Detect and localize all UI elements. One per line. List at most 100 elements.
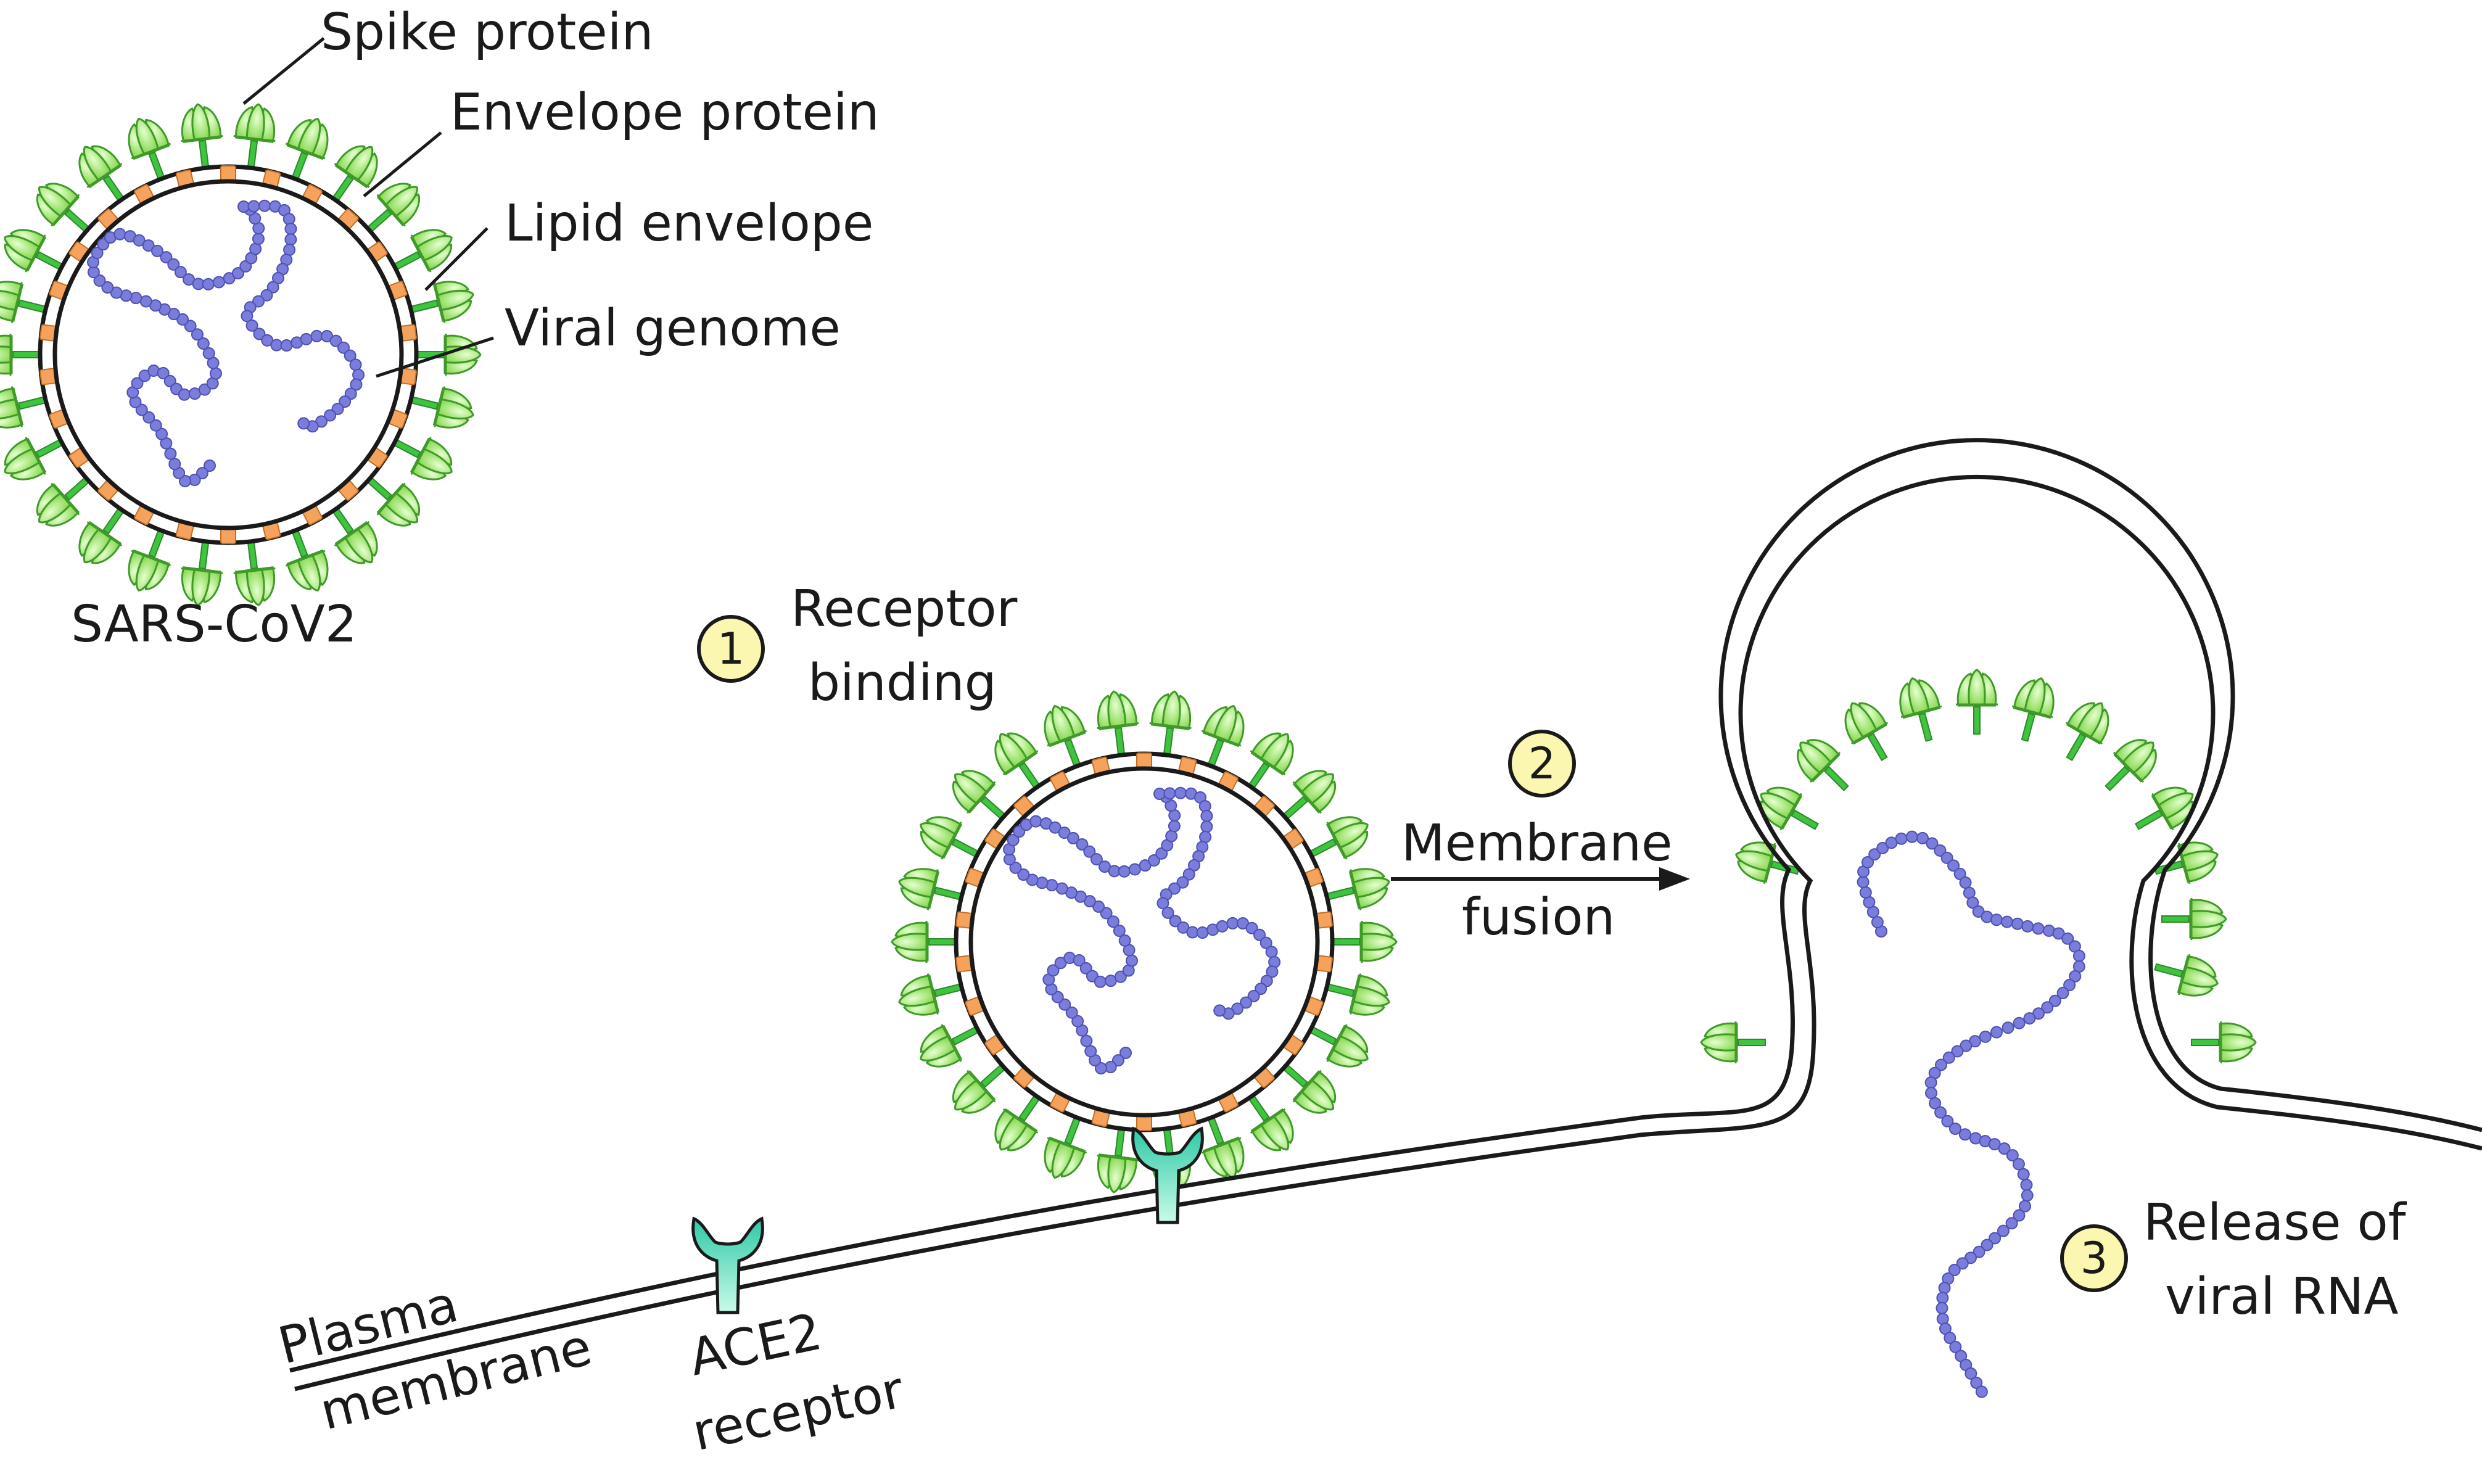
genome-bead-icon — [1090, 853, 1103, 866]
membrane-outer-line — [289, 438, 2482, 1373]
genome-bead-icon — [2023, 1012, 2036, 1025]
genome-bead-icon — [1107, 915, 1119, 928]
genome-bead-icon — [241, 310, 254, 323]
genome-bead-icon — [1199, 831, 1212, 844]
genome-bead-icon — [2032, 922, 2045, 935]
genome-bead-icon — [1973, 1245, 1985, 1258]
genome-bead-icon — [204, 460, 216, 472]
genome-bead-icon — [150, 244, 163, 257]
genome-bead-icon — [1125, 954, 1138, 967]
genome-bead-icon — [310, 329, 323, 342]
genome-bead-icon — [101, 281, 114, 294]
virus-name-label: SARS-CoV2 — [71, 595, 357, 654]
genome-bead-icon — [1905, 830, 1918, 843]
spike-protein-icon — [285, 118, 329, 181]
genome-bead-icon — [1165, 830, 1178, 843]
genome-bead-icon — [2061, 932, 2074, 945]
genome-bead-icon — [283, 244, 296, 257]
spike-protein-icon — [1282, 1063, 1337, 1114]
genome-bead-icon — [252, 295, 265, 308]
genome-bead-icon — [1944, 1332, 1956, 1345]
genome-bead-icon — [350, 378, 363, 391]
spike-protein-icon — [0, 281, 47, 323]
genome-bead-icon — [184, 319, 197, 332]
spike-protein-icon — [181, 540, 223, 606]
genome-bead-icon — [1255, 983, 1268, 996]
genome-bead-icon — [249, 242, 262, 255]
spike-protein-icon — [1332, 921, 1398, 963]
spike-protein-icon — [233, 540, 276, 606]
spike-protein-icon — [409, 281, 474, 323]
ace2-receptor-icon — [1131, 1126, 1204, 1224]
genome-bead-icon — [1079, 962, 1092, 975]
spike-protein-icon — [2154, 954, 2219, 997]
genome-bead-icon — [131, 377, 144, 390]
genome-bead-icon — [1055, 882, 1068, 895]
spike-protein-icon — [2134, 786, 2194, 831]
genome-bead-icon — [1240, 996, 1252, 1009]
spike-protein-icon — [366, 476, 421, 527]
genome-bead-icon — [1029, 815, 1042, 828]
genome-bead-icon — [1935, 1058, 1948, 1071]
genome-bead-icon — [2021, 1189, 2034, 1202]
spike-protein-icon — [1308, 1024, 1369, 1068]
spike-proteins — [0, 103, 482, 606]
spike-protein-icon — [416, 334, 482, 376]
genome-bead-icon — [1007, 834, 1020, 847]
genome-bead-icon — [2006, 1149, 2019, 1162]
spike-protein-icon — [4, 437, 64, 480]
genome-bead-icon — [260, 289, 273, 302]
spike-protein-icon — [898, 973, 963, 1016]
genome-bead-icon — [1876, 841, 1889, 854]
genome-bead-icon — [1951, 1045, 1964, 1058]
genome-bead-icon — [1960, 1039, 1973, 1052]
genome-bead-icon — [1058, 998, 1071, 1011]
genome-bead-icon — [1941, 1115, 1954, 1127]
genome-bead-icon — [198, 383, 211, 396]
genome-bead-icon — [1929, 1097, 1942, 1110]
step-number: 1 — [717, 624, 745, 674]
spike-protein-icon — [994, 1094, 1041, 1152]
envelope-protein-label: Envelope protein — [450, 83, 880, 142]
genome-bead-icon — [133, 234, 146, 247]
genome-bead-icon — [1253, 928, 1266, 941]
genome-bead-icon — [2018, 1200, 2031, 1213]
genome-bead-icon — [1009, 861, 1022, 874]
spike-protein-icon — [891, 921, 957, 963]
genome-bead-icon — [1953, 867, 1966, 880]
leader-lines — [242, 37, 494, 378]
spike-protein-icon — [2011, 677, 2055, 742]
spike-protein-icon — [366, 183, 421, 233]
genome-bead-icon — [113, 228, 126, 241]
spike-protein-icon — [1044, 705, 1087, 768]
spike-protein-icon — [233, 103, 276, 169]
genome-bead-icon — [1066, 831, 1079, 844]
genome-bead-icon — [1083, 845, 1096, 858]
genome-bead-icon — [174, 266, 187, 279]
genome-bead-icon — [1200, 809, 1213, 822]
genome-bead-icon — [196, 467, 208, 480]
genome-bead-icon — [1925, 1087, 1938, 1100]
genome-bead-icon — [1118, 865, 1131, 878]
genome-bead-icon — [135, 403, 148, 416]
genome-bead-icon — [331, 402, 344, 415]
genome-bead-icon — [202, 347, 215, 360]
genome-bead-icon — [237, 200, 250, 213]
spike-protein-icon — [1956, 669, 1998, 735]
spike-protein-icon — [285, 529, 329, 592]
genome-bead-icon — [1168, 882, 1181, 895]
binding-virion — [891, 690, 1398, 1193]
genome-bead-icon — [167, 258, 180, 271]
spike-protein-icon — [1044, 1116, 1087, 1179]
genome-bead-icon — [1947, 859, 1960, 872]
step-title-line2: binding — [808, 654, 997, 712]
genome-bead-icon — [1094, 975, 1107, 988]
lipid-envelope-label: Lipid envelope — [505, 194, 873, 253]
genome-bead-icon — [1017, 868, 1030, 881]
spike-protein-icon — [2161, 898, 2227, 940]
step-number: 3 — [2080, 1233, 2108, 1284]
spike-protein-icon — [1797, 739, 1849, 791]
spike-protein-icon — [1844, 702, 1889, 762]
membrane-inner-line — [294, 474, 2482, 1391]
sars-cov2-virion — [0, 103, 482, 606]
